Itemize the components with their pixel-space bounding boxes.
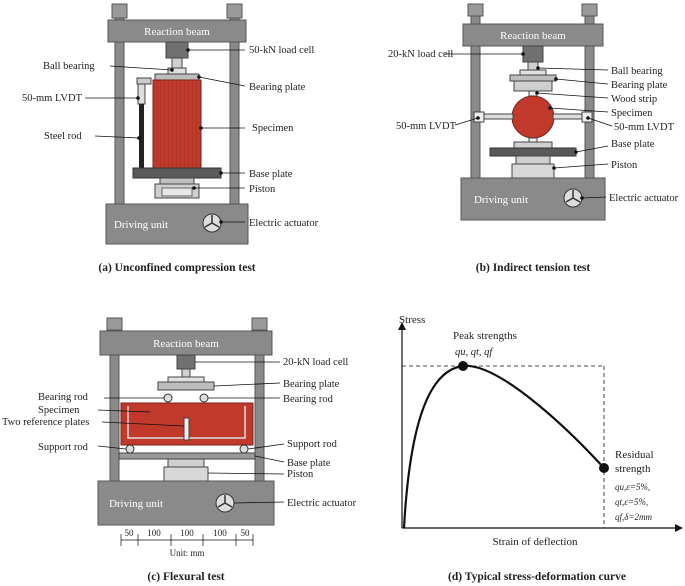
wood-strip-label: Wood strip xyxy=(611,94,657,105)
piston xyxy=(159,177,195,185)
panel-a-unconfined-compression: Reaction beam Driving unit xyxy=(22,3,319,274)
support-rod-left-label: Support rod xyxy=(38,442,89,453)
driving-unit-label: Driving unit xyxy=(474,194,528,206)
stress-curve xyxy=(402,364,605,529)
panel-b-indirect-tension: Reaction beam Driving unit xyxy=(388,3,679,274)
dimension-label: 100 xyxy=(147,528,161,538)
panel-c-caption: (c) Flexural test xyxy=(147,571,224,583)
unit-label: Unit: mm xyxy=(170,548,205,558)
load-cell-label: 20-kN load cell xyxy=(388,49,453,60)
load-cell-label: 20-kN load cell xyxy=(283,357,348,368)
reaction-beam-label: Reaction beam xyxy=(144,26,210,38)
dimension-label: 100 xyxy=(213,528,227,538)
load-cell xyxy=(176,354,196,370)
panel-b-caption: (b) Indirect tension test xyxy=(476,262,591,274)
bearing-rod-left xyxy=(163,393,173,403)
support-rod-left xyxy=(125,444,135,454)
lvdt-right-label: 50-mm LVDT xyxy=(614,122,675,133)
ball-bearing-label: Ball bearing xyxy=(611,66,663,77)
reaction-beam-label: Reaction beam xyxy=(500,30,566,42)
specimen xyxy=(511,95,555,139)
support-rod-right xyxy=(239,444,249,454)
dimension-label: 100 xyxy=(180,528,194,538)
driving-unit-label: Driving unit xyxy=(109,498,163,510)
specimen-label: Specimen xyxy=(252,123,294,134)
bearing-plate xyxy=(154,73,200,81)
residual-label: Residual xyxy=(615,449,654,461)
peak-symbols: qu, qt, qf xyxy=(455,347,494,358)
panel-a-caption: (a) Unconfined compression test xyxy=(98,262,255,274)
bearing-rod-right xyxy=(199,393,209,403)
residual-symbol: qf,δ=2mm xyxy=(615,512,653,522)
electric-actuator-label: Electric actuator xyxy=(287,498,357,509)
bearing-plate-label: Bearing plate xyxy=(249,82,306,93)
specimen-label: Specimen xyxy=(38,405,80,416)
bearing-plate xyxy=(157,381,215,391)
residual-symbol: qu,ε=5%, xyxy=(615,482,650,492)
lvdt-label: 50-mm LVDT xyxy=(22,93,83,104)
reference-plates-label: Two reference plates xyxy=(2,417,89,428)
piston xyxy=(515,155,551,165)
residual-symbol: qt,ε=5%, xyxy=(615,497,648,507)
base-plate xyxy=(118,452,256,460)
load-cell-label: 50-kN load cell xyxy=(249,45,314,56)
bearing-plate-label: Bearing plate xyxy=(611,80,668,91)
peak-point xyxy=(458,361,468,371)
base-plate-label: Base plate xyxy=(287,458,331,469)
panel-d-stress-curve: Stress Strain of deflection Peak strengt… xyxy=(398,314,683,583)
ball-bearing-label: Ball bearing xyxy=(43,61,95,72)
piston xyxy=(167,458,205,468)
base-plate-label: Base plate xyxy=(611,139,655,150)
y-axis-label: Stress xyxy=(399,314,425,326)
load-cell xyxy=(165,41,189,59)
residual-label: strength xyxy=(615,463,651,475)
specimen-label: Specimen xyxy=(611,108,653,119)
base-plate xyxy=(489,147,577,157)
dimension-label: 50 xyxy=(125,528,135,538)
lvdt-left xyxy=(482,113,514,120)
x-axis-label: Strain of deflection xyxy=(493,536,578,548)
lvdt-right xyxy=(552,113,584,120)
residual-point xyxy=(599,463,609,473)
reaction-beam-label: Reaction beam xyxy=(153,338,219,350)
peak-label: Peak strengths xyxy=(453,330,517,342)
support-rod-right-label: Support rod xyxy=(287,439,338,450)
bearing-plate-label: Bearing plate xyxy=(283,379,340,390)
dimension-line xyxy=(120,534,254,546)
base-plate xyxy=(132,167,222,179)
base-plate-label: Base plate xyxy=(249,169,293,180)
dimension-label: 50 xyxy=(241,528,251,538)
steel-rod xyxy=(139,104,144,168)
lvdt xyxy=(137,83,146,105)
lvdt-left-label: 50-mm LVDT xyxy=(396,121,457,132)
driving-unit-label: Driving unit xyxy=(114,219,168,231)
piston-label: Piston xyxy=(287,469,314,480)
piston-label: Piston xyxy=(249,184,276,195)
panel-d-caption: (d) Typical stress-deformation curve xyxy=(448,571,626,583)
steel-rod-label: Steel rod xyxy=(44,131,82,142)
specimen xyxy=(152,79,202,169)
x-axis-arrow-icon xyxy=(675,524,683,532)
load-cell xyxy=(522,45,544,63)
piston-label: Piston xyxy=(611,160,638,171)
y-axis-arrow-icon xyxy=(398,322,406,330)
panel-c-flexural: Reaction beam Driving unit xyxy=(2,317,357,583)
electric-actuator-label: Electric actuator xyxy=(609,193,679,204)
bearing-rod-left-label: Bearing rod xyxy=(38,392,89,403)
bearing-rod-right-label: Bearing rod xyxy=(283,394,334,405)
bearing-plate xyxy=(509,74,557,82)
electric-actuator-label: Electric actuator xyxy=(249,218,319,229)
driving-unit xyxy=(105,203,249,245)
